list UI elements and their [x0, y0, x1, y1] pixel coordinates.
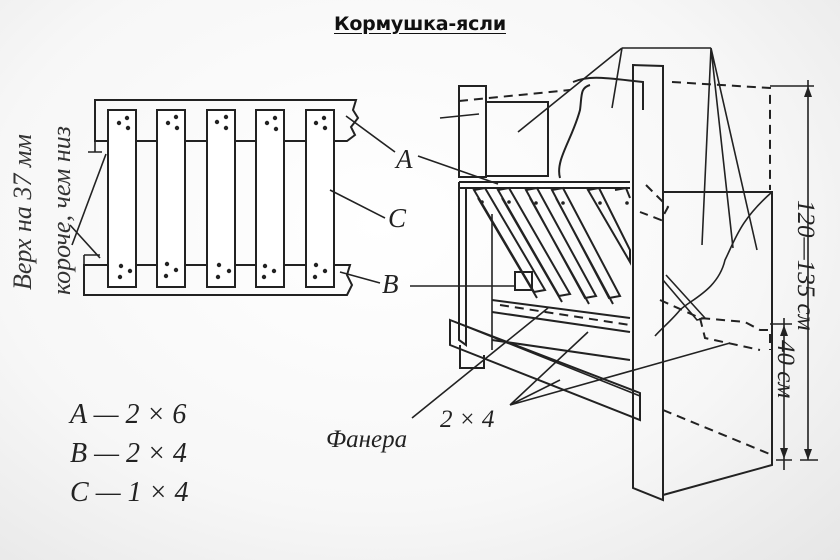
- label-b: B: [382, 269, 399, 299]
- leaders-2x4: [509, 331, 731, 406]
- material-legend: A — 2 × 6 B — 2 × 4 C — 1 × 4: [70, 395, 189, 512]
- arrow-up-trough: [780, 325, 788, 336]
- front-panel-schematic: [69, 99, 396, 296]
- arrow-down-total: [804, 449, 812, 460]
- arrow-down-trough: [780, 448, 788, 459]
- right-side-panel: [662, 191, 773, 496]
- legend-dash: —: [95, 477, 121, 508]
- dim-trough: [770, 318, 792, 470]
- legend-row: B — 2 × 4: [70, 434, 189, 473]
- slats-c: [107, 109, 335, 288]
- leader-a-right: [417, 155, 499, 185]
- label-a: A: [394, 144, 413, 174]
- front-right-post: [632, 63, 664, 502]
- legend-size: 1 × 4: [127, 477, 189, 508]
- note-pointer-2: [69, 224, 101, 259]
- dimension-lines: [770, 80, 818, 470]
- diagram-title: Кормушка-ясли: [334, 13, 506, 35]
- diagonal-slats: [472, 186, 707, 321]
- dim-total: [770, 80, 818, 461]
- label-plywood: Фанера: [326, 426, 407, 453]
- slat: [255, 109, 285, 288]
- legend-key: A: [70, 399, 87, 430]
- slat: [206, 109, 236, 288]
- leader-a-left: [345, 115, 396, 153]
- slat: [305, 109, 335, 288]
- note-pointer-1: [71, 153, 107, 246]
- legend-row: A — 2 × 6: [70, 395, 189, 434]
- legend-row: C — 1 × 4: [70, 473, 189, 512]
- slat: [107, 109, 137, 288]
- legend-key: C: [70, 477, 89, 508]
- feeder-isometric: [410, 47, 773, 502]
- rack-top-rail: [459, 181, 630, 189]
- leader-plywood: [411, 307, 549, 419]
- rack-block-b: [514, 271, 533, 291]
- legend-size: 2 × 6: [125, 399, 187, 430]
- dim-trough-label: 40 см: [772, 340, 799, 398]
- torn-edge: [654, 191, 773, 337]
- leaders-plywood: [517, 47, 758, 251]
- label-c: C: [388, 203, 407, 233]
- trough-boards: [491, 299, 631, 361]
- arrow-up-total: [804, 86, 812, 97]
- leader-b-left: [339, 271, 381, 284]
- hidden-trough-end: [659, 299, 771, 351]
- label-2x4: 2 × 4: [440, 406, 494, 433]
- bottom-rail-b: [83, 264, 354, 296]
- front-bar-leg: [459, 345, 485, 369]
- plywood-back: [558, 76, 644, 179]
- slat: [156, 109, 186, 288]
- leader-c: [329, 189, 386, 219]
- rack-left-post: [458, 182, 467, 347]
- legend-key: B: [70, 438, 88, 469]
- tick-top: [88, 141, 102, 153]
- legend-dash: —: [93, 399, 119, 430]
- legend-size: 2 × 4: [126, 438, 187, 469]
- back-box: [486, 101, 549, 177]
- legend-dash: —: [94, 438, 120, 469]
- dim-total-label: 120—135 см: [792, 200, 819, 331]
- front-bar: [449, 318, 641, 422]
- nail-dots: [116, 114, 328, 280]
